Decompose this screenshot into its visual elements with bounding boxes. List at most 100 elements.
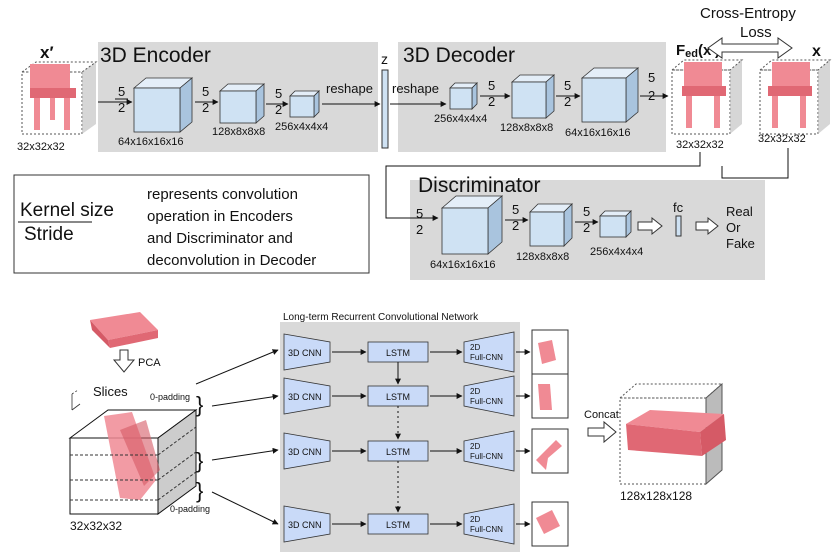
- concat-label: Concat: [584, 409, 619, 421]
- lstm-label: LSTM: [386, 520, 410, 530]
- slices-label: Slices: [93, 384, 128, 399]
- loss-line1: Cross-Entropy: [700, 5, 796, 22]
- legend-line-3: and Discriminator and: [147, 230, 293, 247]
- loss-line2: Loss: [740, 24, 772, 41]
- encoder-block-2: [218, 83, 266, 124]
- encoder-title: 3D Encoder: [100, 44, 211, 67]
- input-sofa: [90, 312, 158, 348]
- kernel-d1: 5: [488, 78, 495, 93]
- cnn3d-block: [283, 432, 331, 470]
- lstm-label: LSTM: [386, 392, 410, 402]
- decoder-block-3: [580, 67, 640, 123]
- stride-c2: 2: [512, 218, 519, 233]
- dim-e3: 256x4x4x4: [275, 121, 328, 133]
- z-vector: [381, 69, 389, 149]
- dim-c3: 256x4x4x4: [590, 246, 643, 258]
- cnn2d-label-2: Full-CNN: [470, 525, 503, 534]
- legend-box: [13, 174, 370, 274]
- cnn3d-block: [283, 505, 331, 543]
- fc-label: fc: [673, 200, 684, 215]
- cnn3d-label: 3D CNN: [288, 392, 322, 402]
- disc-block-2: [529, 203, 573, 247]
- disc-to-fc-arrow: [637, 216, 663, 236]
- cnn2d-block: [463, 430, 515, 472]
- cnn3d-label: 3D CNN: [288, 348, 322, 358]
- decoder-block-2: [510, 74, 556, 119]
- or-label: Or: [726, 220, 741, 235]
- dim-e2: 128x8x8x8: [212, 126, 265, 138]
- output-dim: 128x128x128: [620, 489, 692, 503]
- dim-e1: 64x16x16x16: [118, 136, 183, 148]
- kernel-c1: 5: [416, 206, 423, 221]
- cnn2d-label-1: 2D: [470, 515, 480, 524]
- cnn3d-block: [283, 377, 331, 415]
- real-label: Real: [726, 204, 753, 219]
- z-label: z: [381, 51, 388, 67]
- legend-line-2: operation in Encoders: [147, 208, 293, 225]
- decoder-title: 3D Decoder: [403, 44, 515, 67]
- fc-to-output-arrow: [695, 216, 719, 236]
- stride-c3: 2: [583, 220, 590, 235]
- lstm-label: LSTM: [386, 447, 410, 457]
- dim-c1: 64x16x16x16: [430, 259, 495, 271]
- lstm-block: [367, 513, 429, 535]
- cnn2d-block: [463, 375, 515, 417]
- cnn3d-block: [283, 333, 331, 371]
- cnn2d-label-1: 2D: [470, 387, 480, 396]
- outputs-to-discriminator: [385, 152, 701, 221]
- stride-e2: 2: [202, 100, 209, 115]
- x-prime-label: x′: [40, 43, 54, 62]
- output-voxel-chair: [670, 59, 744, 135]
- cnn3d-label: 3D CNN: [288, 520, 322, 530]
- disc-block-1: [440, 195, 504, 255]
- kernel-d2: 5: [564, 78, 571, 93]
- kernel-e1: 5: [118, 84, 125, 99]
- dim-out1: 32x32x32: [676, 139, 724, 151]
- output-sofa-cube: [618, 382, 726, 486]
- pca-label: PCA: [138, 357, 161, 369]
- encoder-block-1: [132, 77, 194, 133]
- dim-d2: 128x8x8x8: [500, 122, 553, 134]
- loss-double-arrow: [707, 37, 793, 59]
- input-dim: 32x32x32: [17, 141, 65, 153]
- brace-3: }: [196, 478, 203, 503]
- dim-c2: 128x8x8x8: [516, 251, 569, 263]
- stride-e1: 2: [118, 100, 125, 115]
- stride-d2: 2: [564, 94, 571, 109]
- encoder-block-3: [289, 90, 320, 118]
- stride-d3: 2: [648, 88, 655, 103]
- stride-c1: 2: [416, 222, 423, 237]
- fake-label: Fake: [726, 236, 755, 251]
- lstm-label: LSTM: [386, 348, 410, 358]
- fc-vector: [675, 215, 682, 237]
- pca-arrow: [112, 349, 136, 373]
- decoder-block-1: [449, 82, 478, 110]
- kernel-e2: 5: [202, 84, 209, 99]
- cnn2d-label-2: Full-CNN: [470, 452, 503, 461]
- disc-block-3: [599, 210, 632, 238]
- sliced-cube: [68, 409, 198, 515]
- discriminator-title: Discriminator: [418, 174, 541, 197]
- cnn2d-label-1: 2D: [470, 343, 480, 352]
- cnn2d-label-1: 2D: [470, 442, 480, 451]
- slice-output-image: [538, 384, 552, 410]
- reshape-enc: reshape: [326, 81, 373, 96]
- reshape-dec: reshape: [392, 81, 439, 96]
- padding-bottom: 0-padding: [170, 504, 210, 514]
- slice-output-image: [538, 340, 556, 364]
- cube-dim: 32x32x32: [70, 519, 122, 533]
- cnn2d-block: [463, 503, 515, 545]
- legend-line-1: represents convolution: [147, 186, 298, 203]
- stride-e3: 2: [275, 102, 282, 117]
- dim-d1: 256x4x4x4: [434, 113, 487, 125]
- target-voxel-chair: [758, 59, 832, 135]
- lrcn-title: Long-term Recurrent Convolutional Networ…: [283, 312, 479, 323]
- cnn2d-label-2: Full-CNN: [470, 353, 503, 362]
- kernel-c2: 5: [512, 202, 519, 217]
- brace-1: }: [196, 392, 203, 417]
- x-label: x: [812, 43, 821, 60]
- stride-d1: 2: [488, 94, 495, 109]
- legend-kernel: Kernel size: [20, 200, 114, 221]
- slice-output-image: [536, 510, 560, 534]
